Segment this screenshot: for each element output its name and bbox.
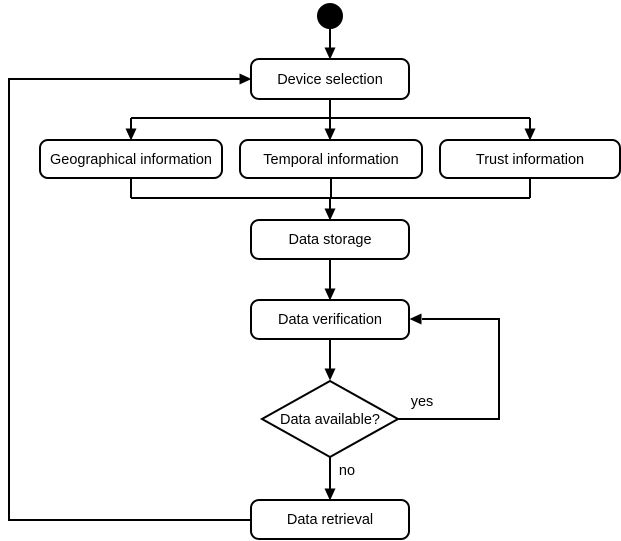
- trust-information-label: Trust information: [476, 152, 584, 168]
- device-selection-label: Device selection: [277, 72, 383, 88]
- no-branch-label: no: [339, 463, 355, 479]
- temporal-information-label: Temporal information: [263, 152, 398, 168]
- edge-data-verification-to-decision: [324, 339, 336, 381]
- data-verification-label: Data verification: [278, 312, 382, 328]
- node-temporal-information[interactable]: Temporal information: [239, 139, 423, 179]
- node-data-available-decision[interactable]: Data available?: [259, 379, 401, 459]
- arrow-head-icon: [125, 128, 137, 141]
- arrow-head-icon: [409, 313, 422, 325]
- edge-feedback-loop-to-device-selection: [8, 73, 252, 521]
- yes-branch-label: yes: [411, 394, 434, 410]
- edge-start-to-device-selection: [324, 29, 336, 60]
- edge-yes-branch: yes: [398, 313, 500, 420]
- arrow-head-icon: [524, 128, 536, 141]
- node-device-selection[interactable]: Device selection: [250, 58, 410, 100]
- node-data-storage[interactable]: Data storage: [250, 219, 410, 260]
- geographical-information-label: Geographical information: [50, 152, 212, 168]
- arrow-head-icon: [239, 73, 252, 85]
- arrow-head-icon: [324, 488, 336, 501]
- edge-no-branch: no: [324, 457, 355, 501]
- node-data-retrieval[interactable]: Data retrieval: [250, 499, 410, 540]
- data-retrieval-label: Data retrieval: [287, 512, 373, 528]
- data-storage-label: Data storage: [288, 232, 371, 248]
- node-geographical-information[interactable]: Geographical information: [39, 139, 223, 179]
- arrow-head-icon: [324, 208, 336, 221]
- edge-join-parallel-branches: [130, 178, 531, 221]
- arrow-head-icon: [324, 47, 336, 60]
- arrow-head-icon: [324, 128, 336, 141]
- arrow-head-icon: [324, 288, 336, 301]
- data-available-label: Data available?: [280, 412, 380, 428]
- edge-data-storage-to-data-verification: [324, 259, 336, 301]
- start-node: [317, 3, 343, 29]
- edge-fork-parallel-branches: [125, 99, 536, 141]
- start-circle-icon: [317, 3, 343, 29]
- arrow-head-icon: [324, 368, 336, 381]
- node-trust-information[interactable]: Trust information: [439, 139, 621, 179]
- node-data-verification[interactable]: Data verification: [250, 299, 410, 340]
